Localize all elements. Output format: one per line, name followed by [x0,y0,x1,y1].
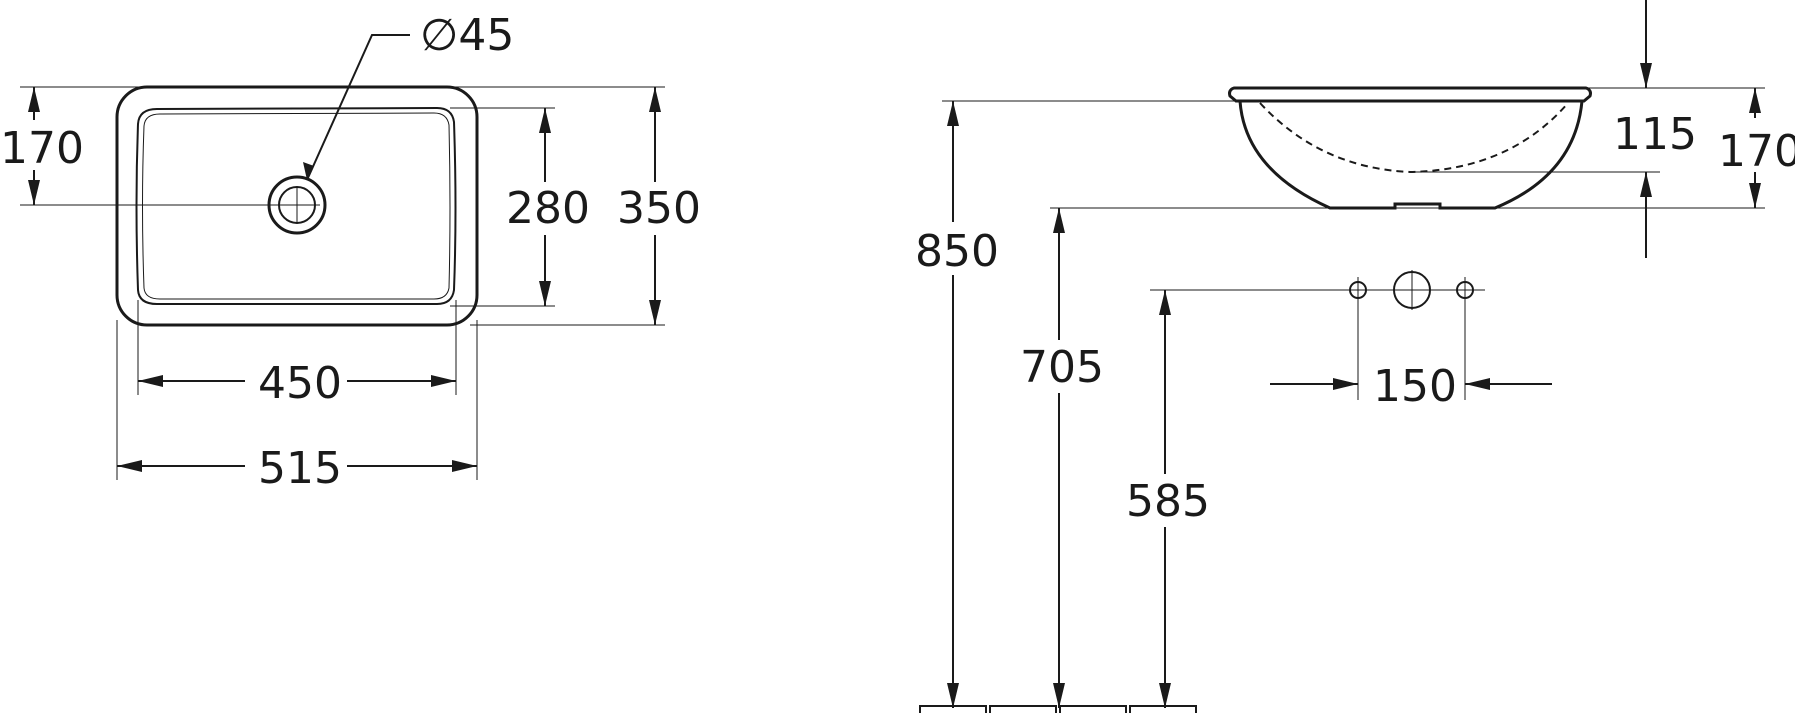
dim-280-arrow-top [539,108,551,133]
drain-leader-arrow [303,162,314,180]
floor-tile [989,705,1057,713]
basin-rim [1228,86,1592,103]
dim-115-arrow-top [1640,63,1652,88]
dim-350-arrow-bottom [649,300,661,325]
floor-tile [1059,705,1127,713]
side-view: 115 170 850 705 585 [915,0,1795,713]
dim-705-label: 705 [1020,342,1104,393]
dim-850-label: 850 [915,226,999,277]
dim-150-arrow-left [1333,378,1358,390]
dim-515-label: 515 [258,443,342,494]
dim-350-label: 350 [617,183,701,234]
dim-115-label: 115 [1613,109,1697,160]
dim-850-arrow-top [947,101,959,126]
dim-850-arrow-bottom [947,683,959,708]
dim-450-arrow-right [431,375,456,387]
drain-diameter-label: ∅45 [420,10,514,61]
dim-280-label: 280 [506,183,590,234]
dim-170-side-label: 170 [1718,126,1795,177]
dim-705-arrow-top [1053,208,1065,233]
floor-tile [1129,705,1197,713]
dim-585-arrow-bottom [1159,683,1171,708]
dim-170-side-arrow-bottom [1749,183,1761,208]
basin-inner-outline [135,106,457,305]
dim-350-arrow-top [649,87,661,112]
drain-leader-line [306,34,410,181]
dim-450-arrow-left [138,375,163,387]
dim-585-label: 585 [1126,476,1210,527]
floor-tile [919,705,987,713]
basin-inner-rim [142,112,451,300]
plan-view: ∅45 170 280 350 450 [0,10,701,494]
dim-170-arrow-bottom [28,180,40,205]
dim-170-arrow-top [28,87,40,112]
dim-515-arrow-left [117,460,142,472]
basin-inner-depth-dashed [1259,102,1569,174]
dim-150-label: 150 [1373,361,1457,412]
dim-170-plan-label: 170 [0,123,84,174]
dim-585-arrow-top [1159,290,1171,315]
dim-170-side-arrow-top [1749,88,1761,113]
dim-515-arrow-right [452,460,477,472]
basin-bowl-outline [1238,100,1584,210]
tap-holes [1345,270,1478,310]
dim-115-arrow-bottom [1640,172,1652,197]
dim-705-arrow-bottom [1053,683,1065,708]
dim-150-arrow-right [1465,378,1490,390]
floor-line [919,705,1197,713]
dim-280-arrow-bottom [539,281,551,306]
dim-450-label: 450 [258,358,342,409]
